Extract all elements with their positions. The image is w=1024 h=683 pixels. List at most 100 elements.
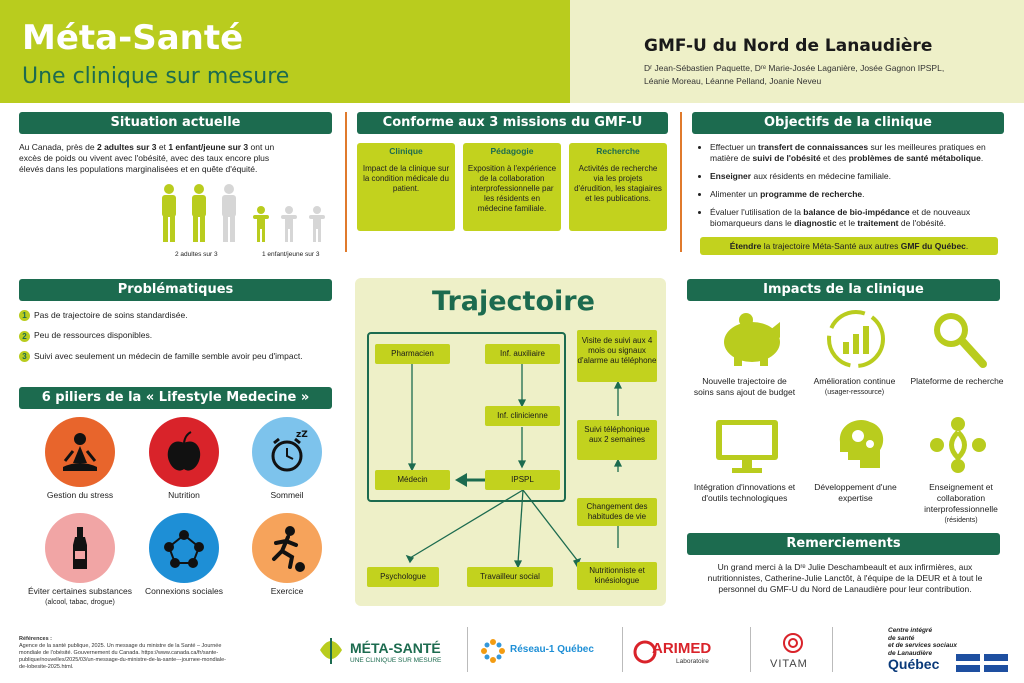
divider — [345, 112, 347, 252]
piggy-bank-icon — [724, 313, 780, 366]
child-figure-icon — [309, 206, 325, 242]
impact-label: Nouvelle trajectoire de soins sans ajout… — [693, 376, 796, 397]
pillar-exercice — [252, 513, 322, 583]
pillar-stress — [45, 417, 115, 487]
mission-card-pedagogie: Pédagogie Exposition à l'expérience de l… — [463, 143, 561, 231]
pillar-label: Nutrition — [168, 490, 200, 500]
impact-label: Amélioration continue(usager-ressource) — [813, 376, 896, 396]
adult-figure-icon — [162, 184, 176, 242]
divider — [750, 627, 751, 672]
node-psychologue: Psychologue — [367, 567, 439, 587]
objectif-pill: Étendre la trajectoire Méta-Santé aux au… — [700, 237, 998, 255]
node-inf-auxiliaire: Inf. auxiliaire — [485, 344, 560, 364]
divider — [680, 112, 682, 252]
impacts-title: Impacts de la clinique — [687, 279, 1000, 301]
kids-caption: 1 enfant/jeune sur 3 — [262, 251, 320, 258]
brain-gears-icon — [839, 420, 884, 468]
pillar-label: Éviter certaines substances (alcool, tab… — [28, 586, 132, 606]
trajectoire-title: Trajectoire — [432, 286, 595, 317]
references: Références : Agence de la santé publique… — [19, 636, 226, 670]
node-travailleur-social: Travailleur social — [467, 567, 553, 587]
population-figures — [162, 184, 325, 242]
objectif-item: Effectuer un transfert de connaissances … — [710, 142, 1002, 164]
page-subtitle: Une clinique sur mesure — [22, 64, 290, 89]
missions-title: Conforme aux 3 missions du GMF-U — [357, 112, 668, 134]
mission-title: Pédagogie — [490, 146, 534, 156]
arimed-logo-text: ARIMED — [652, 640, 712, 657]
arimed-logo-icon — [633, 640, 657, 664]
alarm-clock-icon: zZ — [271, 430, 308, 472]
mission-body: Impact de la clinique sur la condition m… — [362, 164, 450, 193]
vitam-logo-icon — [783, 633, 803, 653]
divider — [832, 627, 833, 672]
mission-title: Recherche — [596, 146, 640, 156]
bottle-icon — [73, 527, 87, 569]
collaboration-icon — [930, 417, 986, 473]
meta-sante-logo-icon — [320, 638, 342, 664]
runner-icon — [272, 526, 305, 572]
problematiques-title: Problématiques — [19, 279, 332, 301]
adult-figure-icon — [192, 184, 206, 242]
objectifs-list: Effectuer un transfert de connaissances … — [700, 142, 1002, 229]
node-pharmacien: Pharmacien — [375, 344, 450, 364]
impact-label: Intégration d'innovations et d'outils te… — [693, 482, 796, 503]
impact-label: Enseignement et collaboration interprofe… — [924, 482, 998, 524]
pillar-nutrition — [149, 417, 219, 487]
magnifier-icon — [934, 313, 987, 368]
pillar-social — [149, 513, 219, 583]
adults-caption: 2 adultes sur 3 — [175, 251, 218, 258]
node-nutritionniste: Nutritionniste et kinésiologue — [577, 562, 657, 590]
remerciements-title: Remerciements — [687, 533, 1000, 555]
vitam-logo-text: VITAM — [770, 658, 808, 670]
mission-card-clinique: Clinique Impact de la clinique sur la co… — [357, 143, 455, 231]
header-band — [0, 0, 570, 103]
meta-sante-logo-text: MÉTA-SANTÉ — [350, 640, 441, 656]
node-suivi-telephonique: Suivi téléphonique aux 2 semaines — [577, 420, 657, 460]
pillar-label: Connexions sociales — [145, 586, 223, 596]
impact-label: Développement d'une expertise — [814, 482, 897, 503]
objectif-item: Enseigner aux résidents en médecine fami… — [710, 171, 1002, 182]
adult-figure-icon — [222, 184, 236, 242]
situation-text: Au Canada, près de 2 adultes sur 3 et 1 … — [19, 142, 275, 174]
meta-sante-logo-sub: UNE CLINIQUE SUR MESURE — [350, 657, 442, 664]
pillar-substances — [45, 513, 115, 583]
pillar-sommeil: zZ — [252, 417, 322, 487]
pillar-label: Gestion du stress — [46, 490, 114, 500]
pillar-label: Sommeil — [270, 490, 304, 500]
mission-body: Exposition à l'expérience de la collabor… — [467, 164, 557, 213]
page-title: Méta-Santé — [22, 18, 244, 58]
org-name: GMF-U du Nord de Lanaudière — [644, 36, 933, 56]
svg-text:zZ: zZ — [296, 430, 308, 440]
monitor-icon — [716, 420, 778, 473]
piliers-title: 6 piliers de la « Lifestyle Medecine » — [19, 387, 332, 409]
reseau-logo-icon — [481, 639, 505, 663]
child-figure-icon — [281, 206, 297, 242]
people-network-icon — [164, 530, 204, 568]
quebec-flag-icon — [956, 654, 1008, 672]
apple-icon — [167, 431, 201, 471]
remerciements-text: Un grand merci à la Dʳᵉ Julie Deschambea… — [707, 562, 983, 594]
impact-label: Plateforme de recherche — [910, 376, 1004, 386]
reseau-logo-text: Réseau-1 Québec — [510, 644, 594, 655]
objectif-item: Alimenter un programme de recherche. — [710, 189, 1002, 200]
objectif-item: Évaluer l'utilisation de la balance de b… — [710, 207, 1002, 229]
pillar-label: Exercice — [270, 586, 304, 596]
meditation-icon — [63, 433, 97, 471]
divider — [622, 627, 623, 672]
objectifs-title: Objectifs de la clinique — [692, 112, 1004, 134]
quebec-logo-text: Québec — [888, 656, 940, 672]
child-figure-icon — [253, 206, 269, 242]
node-inf-clinicienne: Inf. clinicienne — [485, 406, 560, 426]
arimed-logo-sub: Laboratoire — [676, 658, 709, 665]
authors: Dʳ Jean-Sébastien Paquette, Dʳᵉ Marie-Jo… — [644, 62, 1004, 88]
node-medecin: Médecin — [375, 470, 450, 490]
node-visite-suivi: Visite de suivi aux 4 mois ou signaux d'… — [577, 330, 657, 382]
mission-body: Activités de recherche via les projets d… — [574, 164, 662, 203]
mission-title: Clinique — [389, 146, 423, 156]
situation-title: Situation actuelle — [19, 112, 332, 134]
authors-line-1: Dʳ Jean-Sébastien Paquette, Dʳᵉ Marie-Jo… — [644, 63, 945, 73]
node-changement: Changement des habitudes de vie — [577, 498, 657, 526]
mission-card-recherche: Recherche Activités de recherche via les… — [569, 143, 667, 231]
